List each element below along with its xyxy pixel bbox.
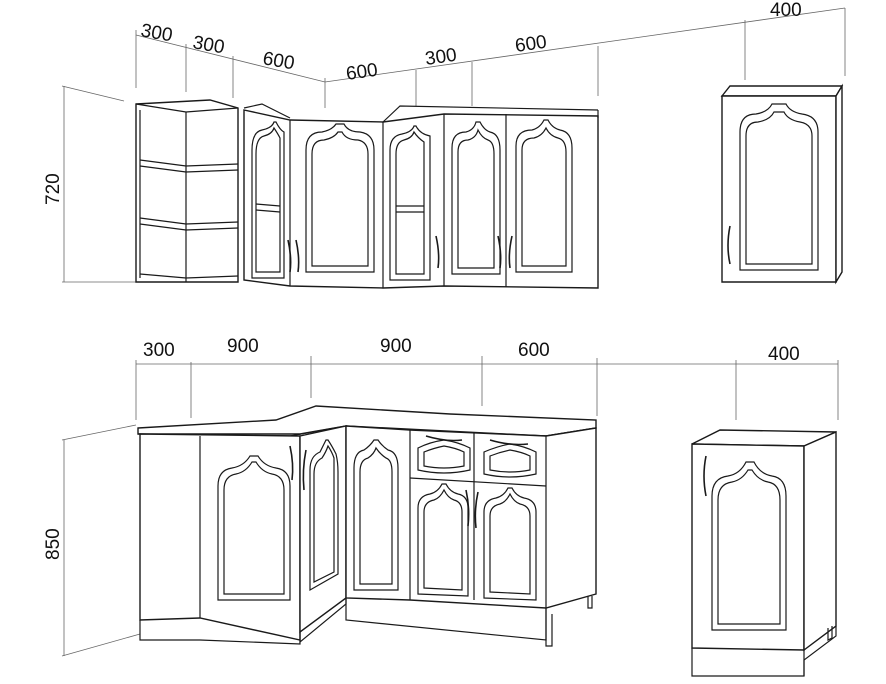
lower-single-cabinet: [691, 429, 837, 677]
upper-dim-4: 600: [345, 60, 379, 85]
upper-height-label: 720: [43, 173, 64, 205]
lower-dim-1: 300: [143, 340, 175, 361]
upper-glass-door-3: [389, 125, 440, 281]
lower-cabinet-run: [137, 405, 597, 647]
lower-dim-4: 600: [518, 340, 550, 361]
upper-dim-2: 300: [191, 32, 226, 58]
upper-glass-door-1: [251, 121, 292, 279]
upper-height-dimension: [61, 85, 136, 283]
upper-dim-3: 600: [261, 48, 296, 74]
upper-panel-door-4: [451, 121, 502, 275]
upper-panel-door-2: [295, 123, 375, 273]
lower-dim-2: 900: [227, 336, 259, 357]
upper-panel-door-5: [508, 119, 573, 273]
lower-height-dimension: [61, 424, 141, 657]
upper-single-width: 400: [770, 0, 802, 21]
lower-tall-door: [353, 439, 399, 591]
lower-single-width: 400: [768, 344, 800, 365]
lower-height-label: 850: [43, 528, 64, 560]
upper-cabinet-run: [135, 99, 599, 289]
upper-open-shelf: [135, 99, 239, 283]
lower-dimension-lines: [135, 356, 839, 420]
lower-drawer-1: [417, 435, 471, 474]
upper-dim-1: 300: [139, 20, 174, 46]
upper-single-cabinet: [720, 83, 844, 285]
lower-drawer-2: [483, 439, 537, 478]
lower-corner-door-1: [217, 445, 294, 601]
lower-door-3: [417, 483, 470, 597]
upper-dim-6: 600: [514, 32, 548, 57]
upper-run-body: [243, 109, 599, 289]
upper-dim-5: 300: [424, 45, 458, 70]
lower-angled-door: [302, 439, 339, 592]
upper-dimension-lines: [135, 7, 846, 108]
lower-dim-3: 900: [380, 336, 412, 357]
lower-door-4: [474, 487, 537, 601]
